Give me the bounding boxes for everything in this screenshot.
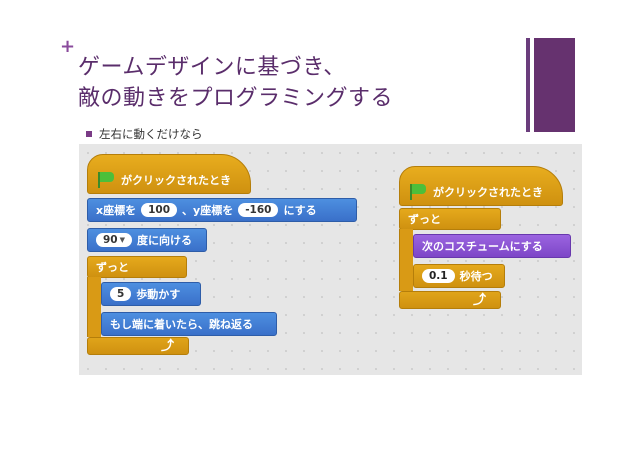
slide-title-line-1: ゲームデザインに基づき、	[78, 55, 346, 80]
bullet-text: 左右に動くだけなら	[99, 127, 203, 141]
goto-xy-block[interactable]: x座標を 100 、y座標を -160 にする	[87, 198, 357, 222]
bullet-square-icon	[86, 131, 92, 137]
costume-label: 次のコスチュームにする	[422, 239, 543, 253]
point-label: 度に向ける	[137, 233, 193, 247]
right-forever-foot[interactable]: ⤴	[399, 291, 501, 309]
point-direction-block[interactable]: 90 ▼ 度に向ける	[87, 228, 207, 252]
slide-title: ゲームデザインに基づき、 敵の動きをプログラミングする	[78, 52, 393, 114]
goto-x-label: x座標を	[96, 203, 137, 217]
left-hat-block[interactable]: がクリックされたとき	[87, 154, 251, 194]
next-costume-block[interactable]: 次のコスチュームにする	[413, 234, 571, 258]
bounce-label: もし端に着いたら、跳ね返る	[110, 317, 253, 331]
green-flag-icon	[96, 171, 116, 189]
decor-thick-bar	[534, 38, 575, 132]
bounce-block[interactable]: もし端に着いたら、跳ね返る	[101, 312, 277, 336]
wait-label: 秒待つ	[459, 269, 493, 283]
left-forever-arm	[87, 277, 101, 337]
direction-value: 90	[103, 233, 118, 246]
loop-arrow-icon: ⤴	[160, 338, 174, 354]
goto-sep-label: 、y座標を	[182, 203, 234, 217]
decor-thin-bar	[526, 38, 530, 132]
direction-dropdown[interactable]: 90 ▼	[96, 232, 133, 248]
move-steps-block[interactable]: 5 歩動かす	[101, 282, 201, 306]
scripts-area[interactable]: がクリックされたとき x座標を 100 、y座標を -160 にする 90 ▼ …	[79, 144, 582, 375]
right-hat-block[interactable]: がクリックされたとき	[399, 166, 563, 206]
forever-label: ずっと	[408, 212, 441, 226]
slide-title-line-2: 敵の動きをプログラミングする	[78, 86, 394, 111]
right-forever-arm	[399, 229, 413, 291]
hat-label: がクリックされたとき	[121, 173, 231, 187]
move-label: 歩動かす	[136, 287, 181, 301]
hat-label: がクリックされたとき	[433, 185, 543, 199]
goto-y-input[interactable]: -160	[238, 202, 279, 218]
right-forever-block[interactable]: ずっと	[399, 208, 501, 230]
plus-mark: +	[60, 36, 76, 57]
left-forever-block[interactable]: ずっと	[87, 256, 187, 278]
wait-seconds-input[interactable]: 0.1	[422, 268, 455, 284]
bullet-item: 左右に動くだけなら	[86, 126, 203, 142]
wait-block[interactable]: 0.1 秒待つ	[413, 264, 505, 288]
move-steps-input[interactable]: 5	[110, 286, 132, 302]
goto-suffix-label: にする	[283, 203, 317, 217]
green-flag-icon	[408, 183, 428, 201]
forever-label: ずっと	[96, 260, 129, 274]
goto-x-input[interactable]: 100	[141, 202, 178, 218]
left-forever-foot[interactable]: ⤴	[87, 337, 189, 355]
loop-arrow-icon: ⤴	[472, 292, 486, 308]
dropdown-caret-icon: ▼	[119, 235, 126, 244]
